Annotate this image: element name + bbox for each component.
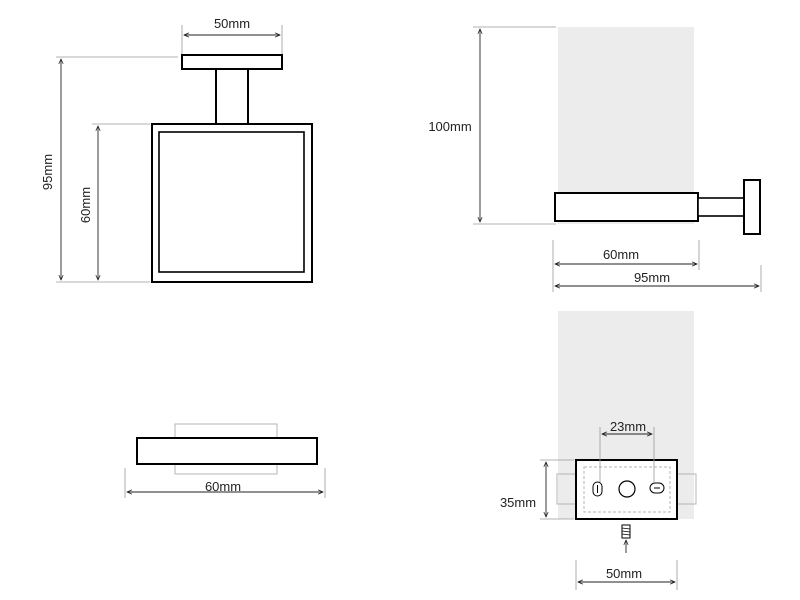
side-wall-plate <box>743 179 761 235</box>
front-wall-cap <box>181 54 283 70</box>
mount-plate-width-label: 50mm <box>606 566 642 581</box>
front-total-height-label: 95mm <box>40 154 55 190</box>
mount-hole-spacing-label: 23mm <box>610 419 646 434</box>
front-holder-inner <box>158 131 305 273</box>
side-total-depth-label: 95mm <box>634 270 670 285</box>
side-stem <box>697 197 745 217</box>
front-view: 50mm 95mm 60mm <box>40 16 313 283</box>
side-holder-depth-label: 60mm <box>603 247 639 262</box>
top-view: 60mm <box>124 423 326 498</box>
set-screw-icon <box>621 524 631 539</box>
side-view: 100mm 60mm 95mm <box>428 26 762 292</box>
mount-view: 23mm 35mm 50mm <box>500 311 697 590</box>
mount-screw-slot-left-icon <box>592 481 603 497</box>
side-glass <box>558 27 694 224</box>
front-holder-height-label: 60mm <box>78 187 93 223</box>
mount-plate-inner <box>583 466 671 513</box>
top-width-label: 60mm <box>205 479 241 494</box>
mount-center-hole-icon <box>618 480 636 498</box>
side-holder-arm <box>554 192 699 222</box>
front-width-label: 50mm <box>214 16 250 31</box>
side-glass-height-label: 100mm <box>428 119 471 134</box>
front-stem <box>215 68 249 125</box>
top-holder <box>136 437 318 465</box>
mount-plate-height-label: 35mm <box>500 495 536 510</box>
mount-screw-slot-right-icon <box>649 482 665 494</box>
